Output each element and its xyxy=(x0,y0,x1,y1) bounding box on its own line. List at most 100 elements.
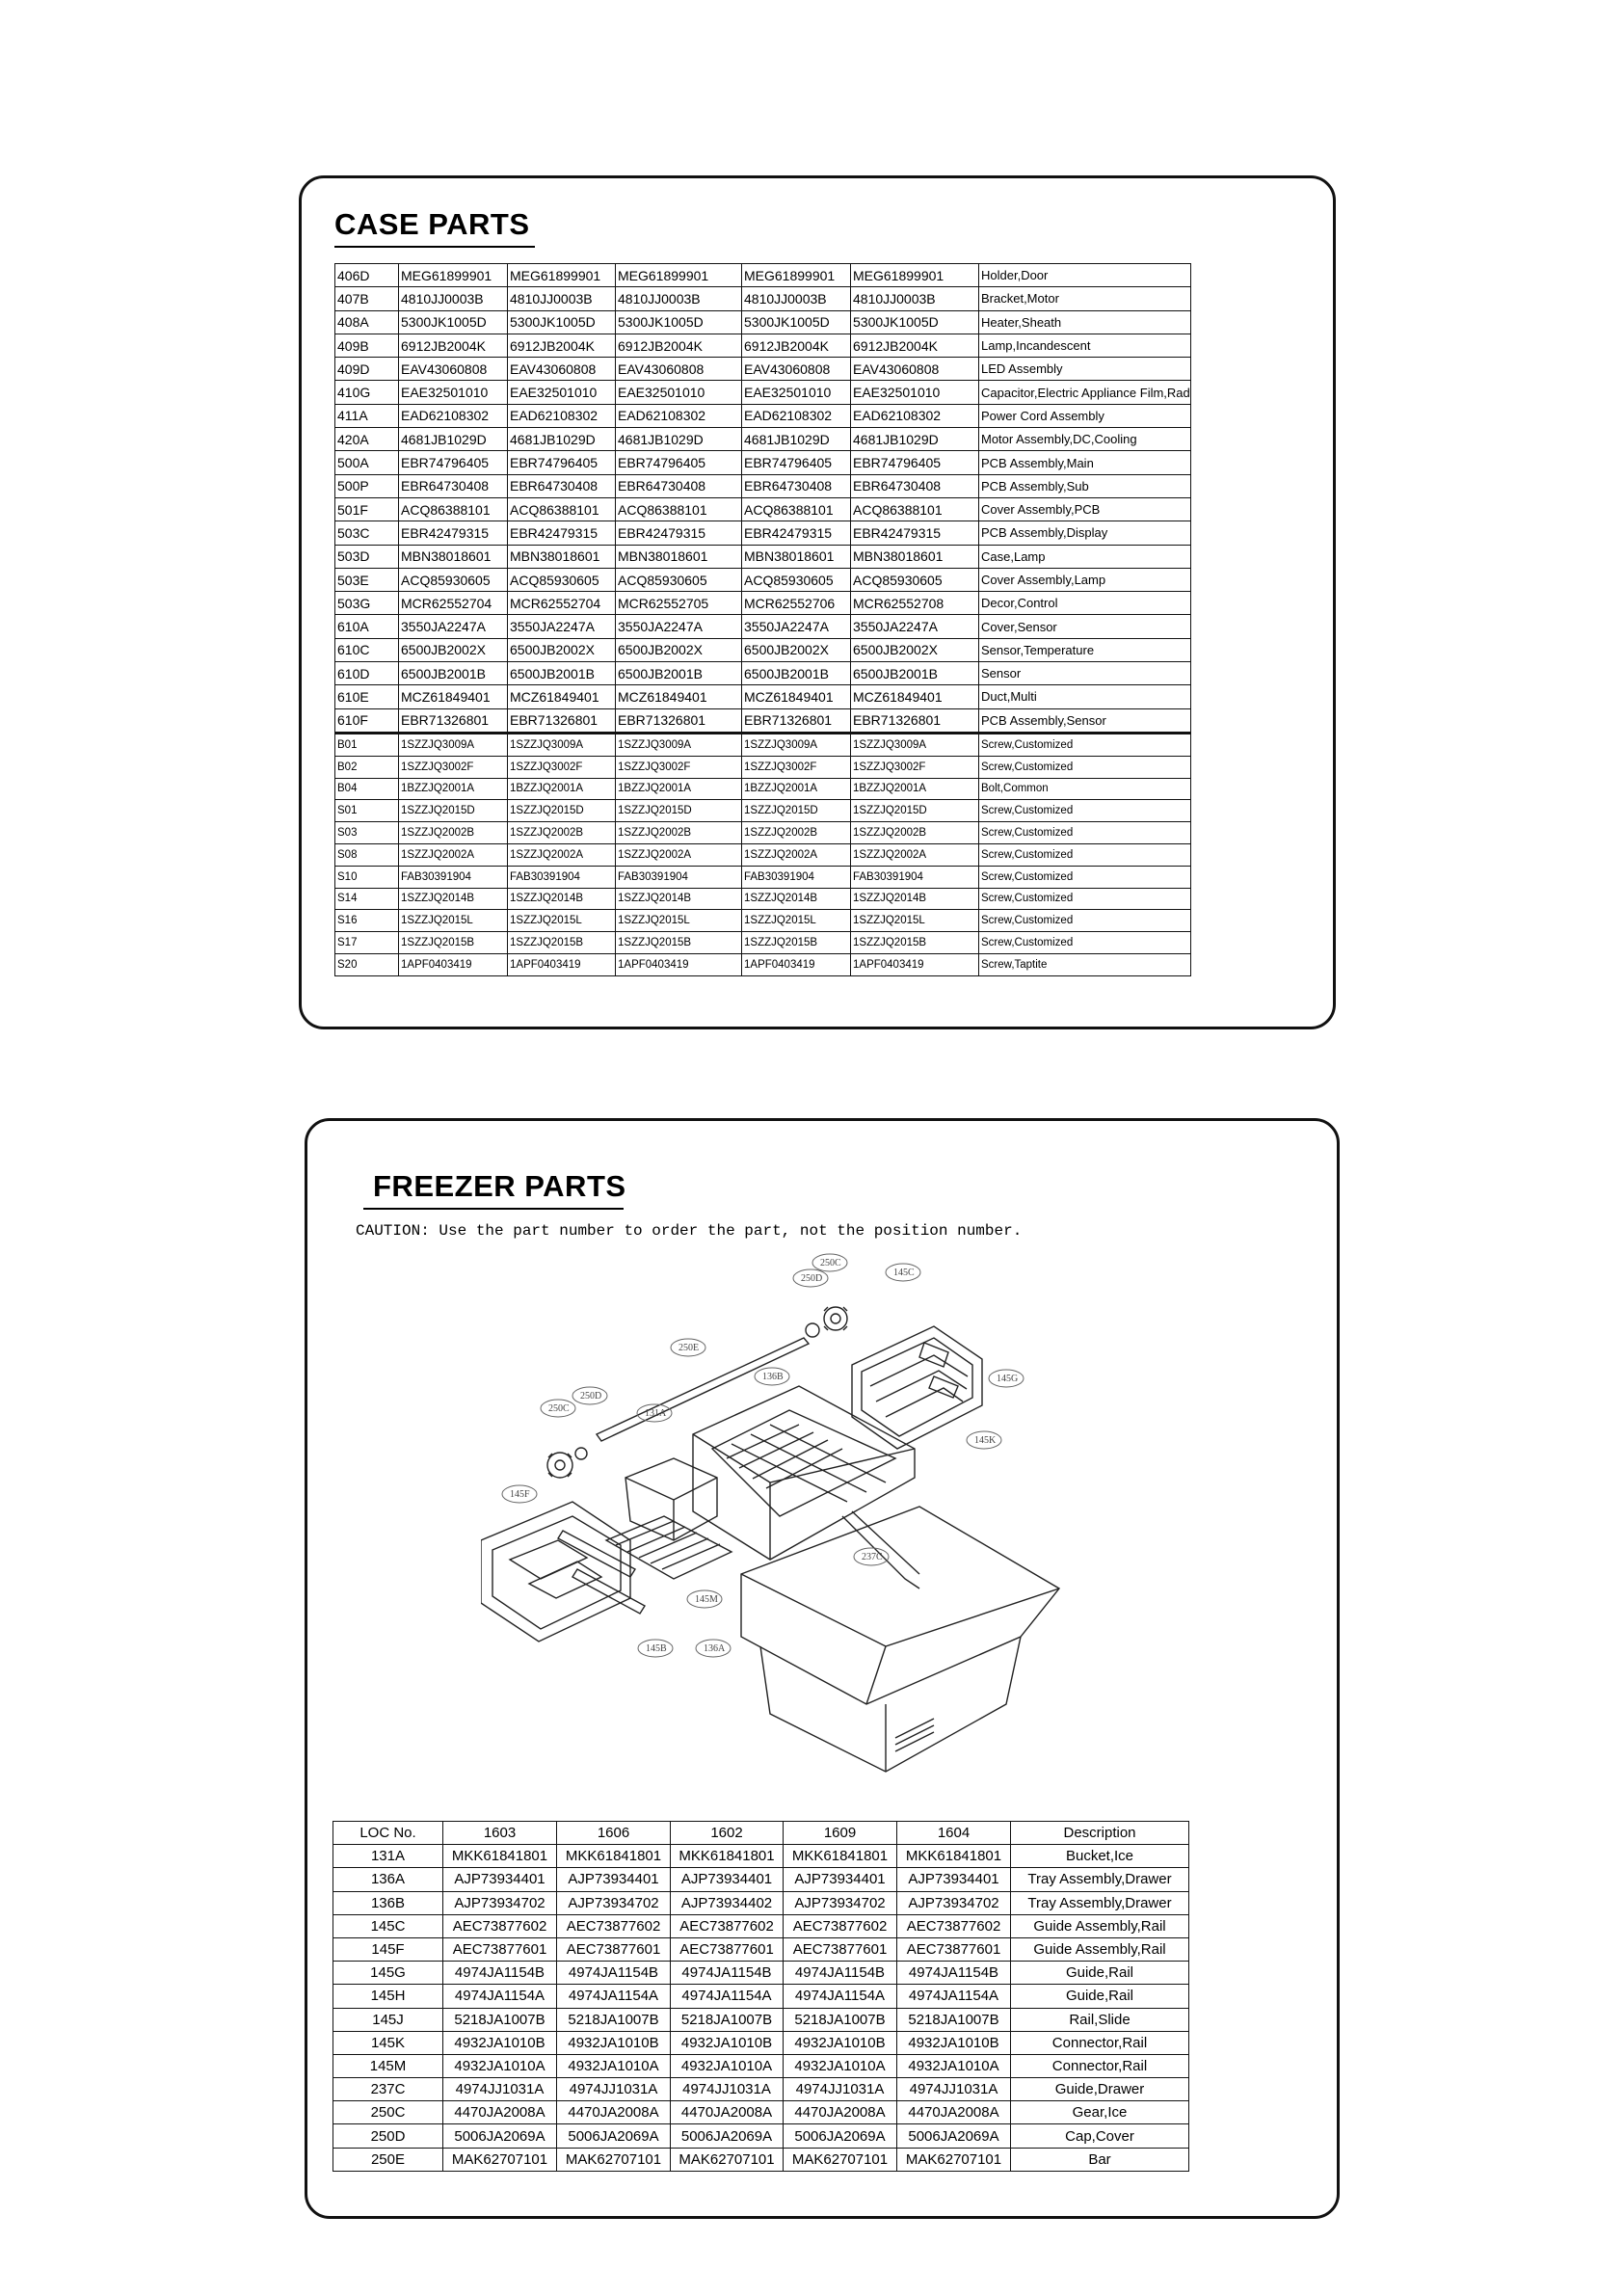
part-number-cell: 4810JJ0003B xyxy=(741,286,851,311)
freezer-table-header: LOC No. 1603 1606 1602 1609 1604 Descrip… xyxy=(333,1820,1189,1846)
loc-cell: 500P xyxy=(334,473,399,498)
loc-cell: 131A xyxy=(333,1844,443,1869)
part-number-cell: 5218JA1007B xyxy=(896,2007,1011,2032)
part-number-cell: 1BZZJQ2001A xyxy=(850,777,979,801)
part-number-cell: EBR42479315 xyxy=(507,521,616,546)
part-number-cell: 5300JK1005D xyxy=(741,309,851,334)
part-number-cell: 4681JB1029D xyxy=(507,427,616,452)
loc-cell: S08 xyxy=(334,842,399,867)
part-number-cell: 4974JA1154B xyxy=(556,1961,671,1986)
part-number-cell: 5300JK1005D xyxy=(398,309,508,334)
loc-cell: 409B xyxy=(334,333,399,359)
part-number-cell: 1APF0403419 xyxy=(741,952,851,976)
part-number-cell: ACQ85930605 xyxy=(850,567,979,593)
loc-cell: 237C xyxy=(333,2077,443,2102)
part-number-cell: 1SZZJQ2015D xyxy=(741,799,851,823)
part-number-cell: EAE32501010 xyxy=(615,380,742,405)
part-number-cell: 1BZZJQ2001A xyxy=(507,777,616,801)
part-number-cell: EAV43060808 xyxy=(398,357,508,382)
callout-131a: 131A xyxy=(645,1408,667,1419)
part-number-cell: AJP73934401 xyxy=(670,1867,784,1892)
loc-cell: S10 xyxy=(334,865,399,889)
callout-136a: 136A xyxy=(704,1643,726,1654)
part-number-cell: 5006JA2069A xyxy=(442,2123,557,2149)
description-cell: Gear,Ice xyxy=(1010,2100,1189,2125)
loc-cell: 500A xyxy=(334,450,399,475)
description-cell: PCB Assembly,Sub xyxy=(978,473,1191,498)
loc-cell: 407B xyxy=(334,286,399,311)
part-number-cell: EBR42479315 xyxy=(850,521,979,546)
case-title-underline xyxy=(334,246,535,248)
tray-upper xyxy=(692,1385,916,1561)
part-number-cell: 4681JB1029D xyxy=(615,427,742,452)
loc-cell: 503E xyxy=(334,567,399,593)
part-number-cell: AEC73877601 xyxy=(442,1936,557,1962)
part-number-cell: 4810JJ0003B xyxy=(615,286,742,311)
description-cell: Heater,Sheath xyxy=(978,309,1191,334)
part-number-cell: 5006JA2069A xyxy=(896,2123,1011,2149)
part-number-cell: 1SZZJQ2002A xyxy=(615,842,742,867)
part-number-cell: MKK61841801 xyxy=(670,1844,784,1869)
callout-250d-upper: 250D xyxy=(801,1273,822,1284)
part-number-cell: ACQ86388101 xyxy=(615,496,742,522)
part-number-cell: 5006JA2069A xyxy=(783,2123,897,2149)
part-number-cell: 4932JA1010A xyxy=(442,2053,557,2079)
part-number-cell: MEG61899901 xyxy=(741,262,851,288)
description-cell: Bucket,Ice xyxy=(1010,1844,1189,1869)
description-cell: Duct,Multi xyxy=(978,684,1191,709)
loc-cell: 145M xyxy=(333,2053,443,2079)
part-number-cell: 6500JB2002X xyxy=(615,637,742,663)
freezer-title-underline xyxy=(363,1208,624,1210)
description-cell: Decor,Control xyxy=(978,591,1191,616)
part-number-cell: MEG61899901 xyxy=(398,262,508,288)
part-number-cell: EBR64730408 xyxy=(850,473,979,498)
header-description: Description xyxy=(1010,1820,1189,1846)
description-cell: Screw,Customized xyxy=(978,755,1191,779)
part-number-cell: 4810JJ0003B xyxy=(507,286,616,311)
part-number-cell: MCR62552705 xyxy=(615,591,742,616)
part-number-cell: EBR64730408 xyxy=(741,473,851,498)
description-cell: Screw,Customized xyxy=(978,731,1191,757)
part-number-cell: 5006JA2069A xyxy=(670,2123,784,2149)
callout-250e: 250E xyxy=(678,1343,699,1353)
loc-cell: 610A xyxy=(334,614,399,639)
part-number-cell: MBN38018601 xyxy=(741,544,851,569)
part-number-cell: EAD62108302 xyxy=(615,403,742,429)
part-number-cell: 3550JA2247A xyxy=(398,614,508,639)
part-number-cell: 6500JB2002X xyxy=(507,637,616,663)
loc-cell: 145H xyxy=(333,1984,443,2009)
callout-145g: 145G xyxy=(997,1374,1018,1384)
part-number-cell: MCR62552704 xyxy=(507,591,616,616)
part-number-cell: 1SZZJQ2015B xyxy=(398,931,508,954)
part-number-cell: MKK61841801 xyxy=(556,1844,671,1869)
part-number-cell: 1SZZJQ2002B xyxy=(850,821,979,844)
description-cell: Motor Assembly,DC,Cooling xyxy=(978,427,1191,452)
part-number-cell: 1SZZJQ2002A xyxy=(507,842,616,867)
part-number-cell: 1SZZJQ2015B xyxy=(741,931,851,954)
part-number-cell: ACQ86388101 xyxy=(741,496,851,522)
loc-cell: B04 xyxy=(334,777,399,801)
description-cell: Sensor xyxy=(978,661,1191,686)
part-number-cell: 1SZZJQ2014B xyxy=(615,887,742,911)
part-number-cell: 1SZZJQ2002A xyxy=(850,842,979,867)
part-number-cell: ACQ85930605 xyxy=(507,567,616,593)
description-cell: Lamp,Incandescent xyxy=(978,333,1191,359)
part-number-cell: 1SZZJQ2015B xyxy=(615,931,742,954)
loc-cell: 145G xyxy=(333,1961,443,1986)
part-number-cell: MCZ61849401 xyxy=(741,684,851,709)
